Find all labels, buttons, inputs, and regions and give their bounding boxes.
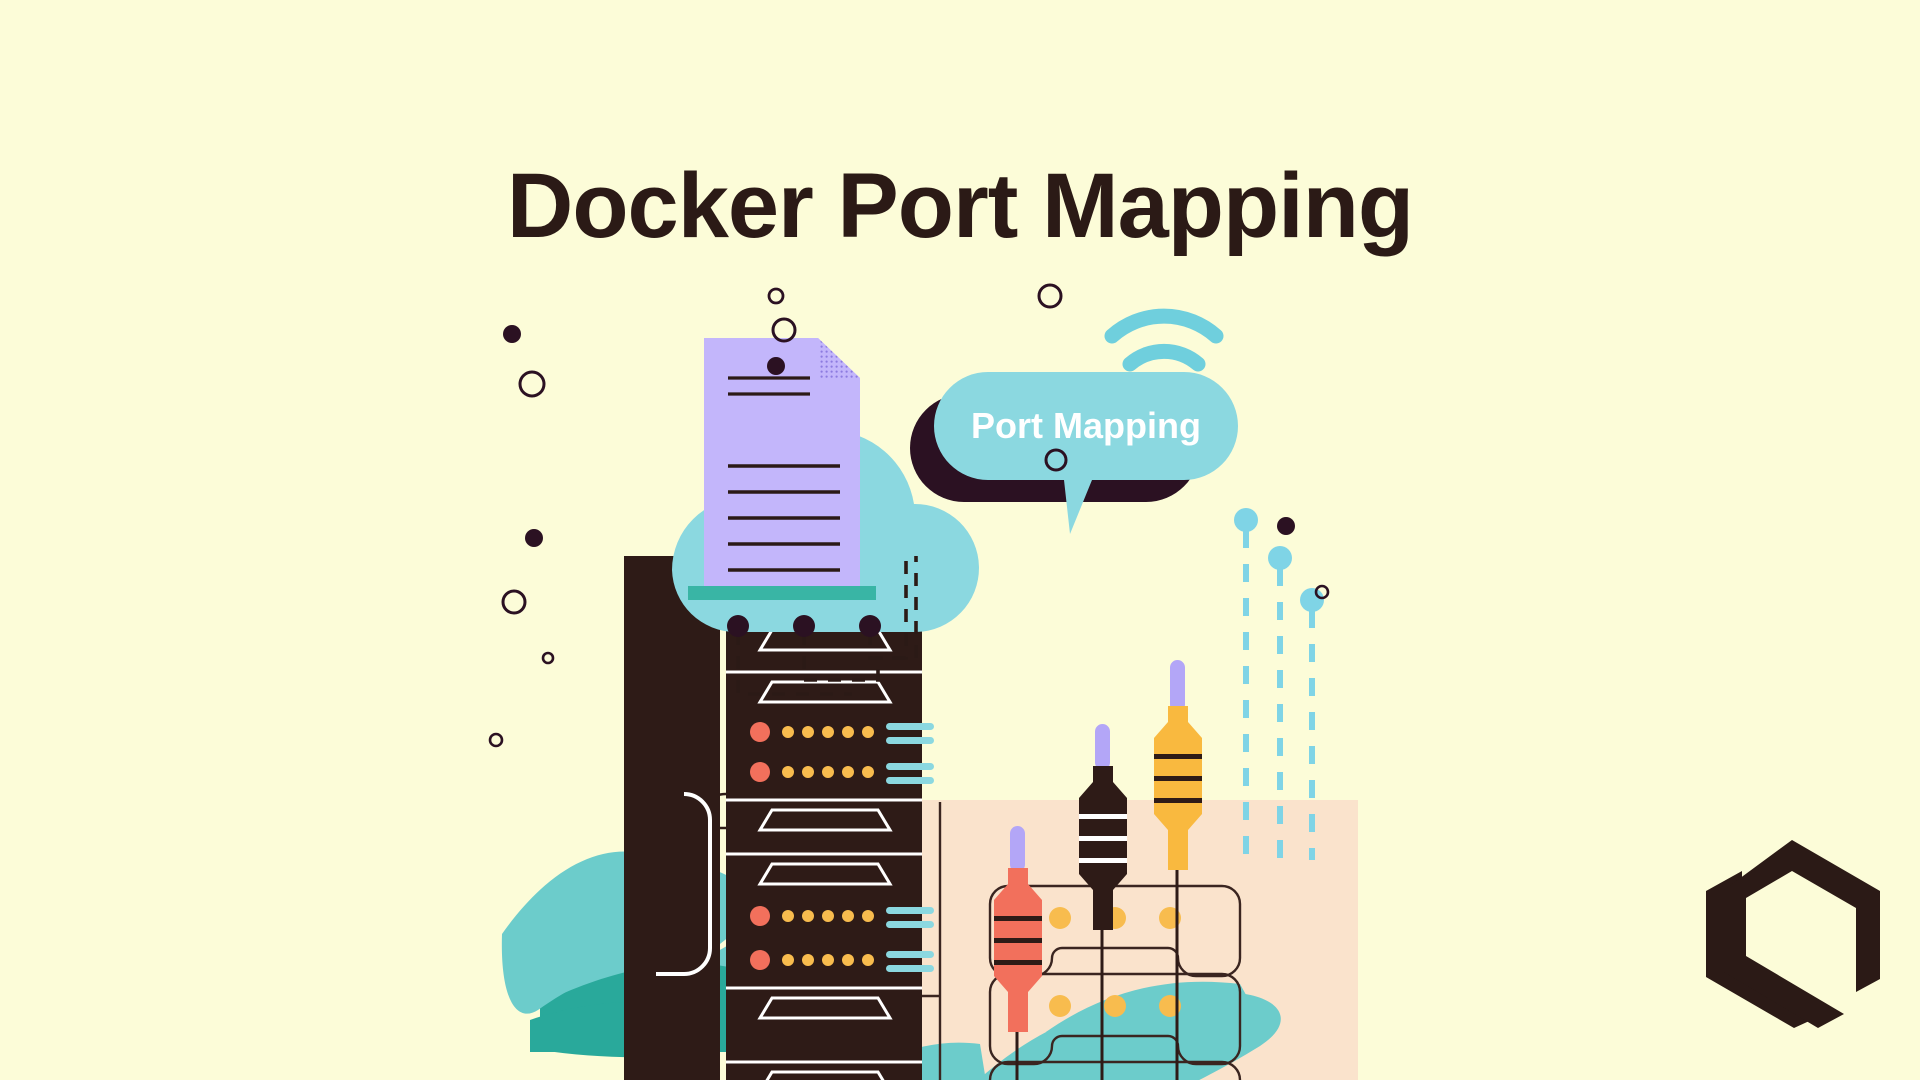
led-orange: [782, 766, 794, 778]
document-base-bar: [688, 586, 876, 600]
rack-bar: [886, 763, 934, 770]
decor-dot: [525, 529, 543, 547]
rack-bar: [886, 777, 934, 784]
plug-dark: [1079, 724, 1127, 1080]
led-orange: [782, 910, 794, 922]
plug-band: [1079, 814, 1127, 819]
decor-ring: [767, 287, 785, 305]
led-orange: [782, 954, 794, 966]
decor-dot: [503, 325, 521, 343]
led-red: [750, 950, 770, 970]
rack-unit-vent: [757, 862, 893, 886]
led-orange: [862, 766, 874, 778]
rack-unit-vent: [757, 808, 893, 832]
brand-logo-mark: [1706, 840, 1880, 1028]
plug-band: [994, 960, 1042, 965]
led-orange: [782, 726, 794, 738]
led-red: [750, 762, 770, 782]
rack-unit-vent: [765, 1070, 885, 1080]
led-red: [750, 906, 770, 926]
dashed-connection-lines: [736, 556, 918, 696]
data-stream: [1268, 546, 1292, 860]
plug-orange: [1154, 660, 1202, 1080]
led-orange: [802, 910, 814, 922]
decor-ring: [771, 317, 797, 343]
led-orange: [802, 766, 814, 778]
rack-bar: [886, 723, 934, 730]
led-orange: [862, 726, 874, 738]
rack-bar: [886, 921, 934, 928]
rack-bar: [886, 907, 934, 914]
led-orange: [842, 954, 854, 966]
port-dot: [1049, 907, 1071, 929]
brand-logo: [1698, 838, 1888, 1028]
docker-port-mapping-illustration: Port Mapping: [488, 283, 1358, 1080]
data-stream: [1300, 588, 1324, 860]
led-orange: [822, 910, 834, 922]
document-text-lines: [728, 376, 840, 572]
dash-node: [793, 615, 815, 637]
server-rack: [624, 556, 934, 1080]
rack-unit-vent: [757, 680, 893, 704]
illustration-canvas: Port Mapping: [488, 283, 1358, 1080]
speech-bubble: Port Mapping: [910, 372, 1238, 534]
plug-band: [1154, 798, 1202, 803]
rack-bar: [886, 737, 934, 744]
decor-dot: [1277, 517, 1295, 535]
plug-coral: [994, 826, 1042, 1080]
rack-unit-led: [750, 906, 934, 928]
plug-band: [1079, 836, 1127, 841]
speech-bubble-body: [934, 372, 1238, 534]
cloud-document-group: [672, 338, 979, 632]
decor-ring: [488, 732, 504, 748]
led-orange: [862, 910, 874, 922]
plug-group: [994, 660, 1202, 1080]
plug-band: [1079, 858, 1127, 863]
speech-bubble-label: Port Mapping: [971, 405, 1201, 446]
dash-node: [727, 615, 749, 637]
decor-ring: [1314, 584, 1330, 600]
plug-tip: [1170, 660, 1185, 712]
data-stream: [1234, 508, 1258, 860]
led-red: [750, 722, 770, 742]
stream-dot: [1300, 588, 1324, 612]
led-orange: [802, 954, 814, 966]
dash-node: [859, 615, 881, 637]
rack-unit-led: [750, 762, 934, 784]
decor-ring: [518, 370, 546, 398]
led-orange: [842, 766, 854, 778]
led-orange: [802, 726, 814, 738]
decor-ring: [1037, 283, 1063, 309]
data-stream-lines: [1234, 508, 1324, 860]
dashed-line-nodes: [727, 615, 881, 637]
stream-dot: [1268, 546, 1292, 570]
decor-ring: [1044, 448, 1068, 472]
page-title: Docker Port Mapping: [506, 154, 1414, 257]
port-dot: [1104, 995, 1126, 1017]
plug-tip: [1010, 826, 1025, 872]
decor-dot: [767, 357, 785, 375]
plug-band: [1154, 776, 1202, 781]
plug-tip: [1095, 724, 1110, 770]
plug-band: [994, 916, 1042, 921]
decor-dots: [488, 283, 1330, 748]
rack-bar: [886, 965, 934, 972]
led-orange: [822, 766, 834, 778]
plug-band: [994, 938, 1042, 943]
plug-band: [1154, 754, 1202, 759]
rack-bar: [886, 951, 934, 958]
led-orange: [842, 910, 854, 922]
rack-unit-vent: [757, 996, 893, 1020]
led-orange: [862, 954, 874, 966]
stream-dot: [1234, 508, 1258, 532]
rack-unit-led: [750, 950, 934, 972]
rack-unit-led: [750, 722, 934, 744]
led-orange: [842, 726, 854, 738]
port-dot: [1049, 995, 1071, 1017]
led-orange: [822, 726, 834, 738]
document-card: [688, 338, 876, 600]
led-orange: [822, 954, 834, 966]
decor-ring: [501, 589, 527, 615]
decor-ring: [541, 651, 555, 665]
